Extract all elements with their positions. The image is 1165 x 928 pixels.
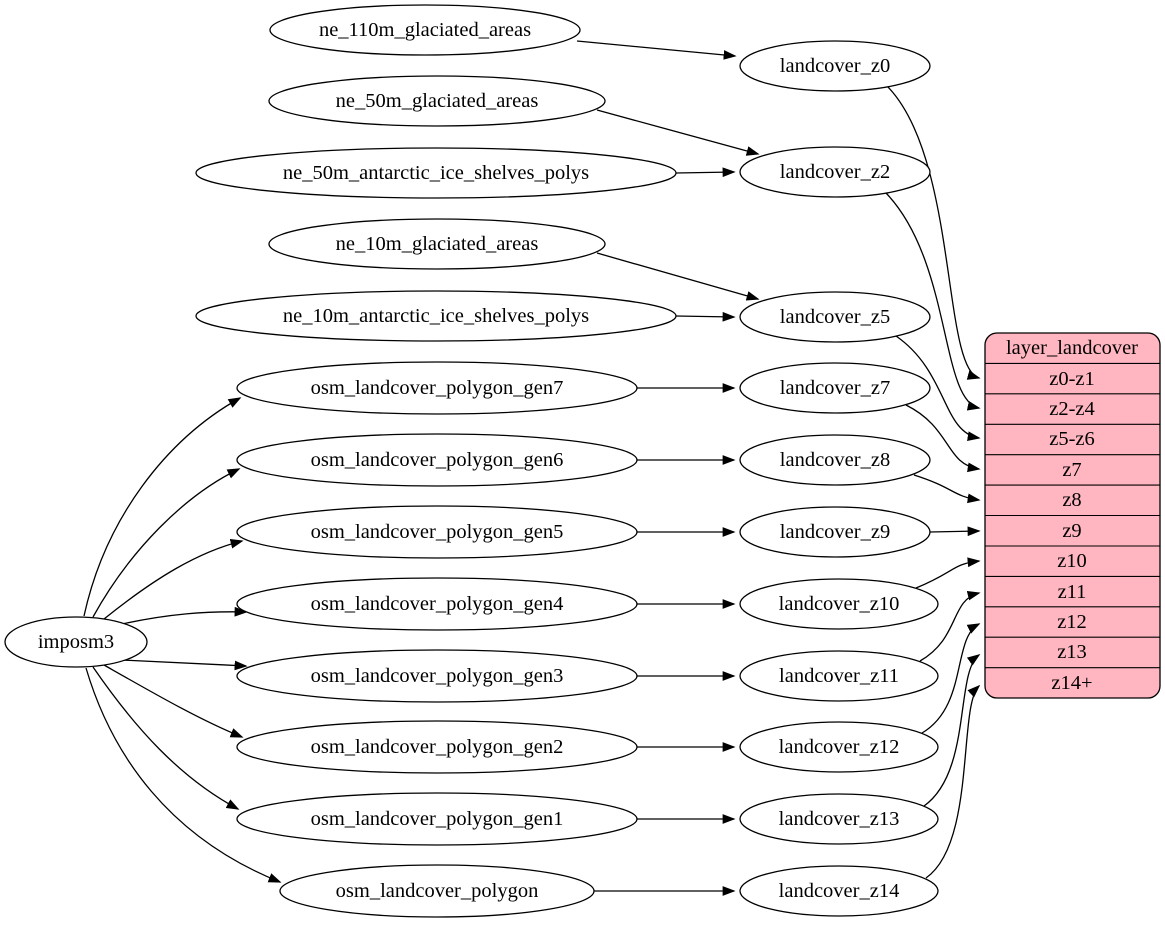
node-osm-landcover-polygon-gen1: osm_landcover_polygon_gen1 (236, 792, 638, 846)
node-label: ne_50m_antarctic_ice_shelves_polys (283, 162, 589, 184)
edge-ne10m-antarctic-to-z5 (675, 311, 736, 322)
node-landcover-z0: landcover_z0 (739, 40, 931, 92)
edge-z5-to-row-z5-z6 (895, 335, 981, 441)
node-label: landcover_z7 (780, 377, 890, 399)
node-label: osm_landcover_polygon_gen2 (311, 736, 564, 758)
node-label: ne_110m_glaciated_areas (319, 19, 531, 41)
edge-z14-to-row-z14plus (925, 684, 981, 879)
edge-imposm3-to-gen3 (121, 659, 248, 671)
edge-imposm3-to-gen5 (103, 539, 244, 620)
node-osm-landcover-polygon-gen3: osm_landcover_polygon_gen3 (236, 649, 638, 703)
node-osm-landcover-polygon-gen5: osm_landcover_polygon_gen5 (236, 505, 638, 559)
node-label: landcover_z5 (780, 306, 890, 328)
node-label: landcover_z0 (780, 55, 890, 77)
node-ne-10m-antarctic-ice-shelves-polys: ne_10m_antarctic_ice_shelves_polys (195, 290, 677, 342)
edge-z11-to-row-z11 (919, 590, 981, 662)
edges (83, 40, 981, 896)
table-row-z11: z11 (1058, 581, 1087, 603)
node-landcover-z13: landcover_z13 (739, 793, 939, 845)
edge-imposm3-to-polygon (85, 667, 282, 883)
node-landcover-z9: landcover_z9 (739, 506, 931, 558)
node-osm-landcover-polygon-gen4: osm_landcover_polygon_gen4 (236, 577, 638, 631)
node-label: osm_landcover_polygon_gen3 (311, 665, 564, 687)
node-landcover-z7: landcover_z7 (739, 362, 931, 414)
node-osm-landcover-polygon: osm_landcover_polygon (279, 864, 595, 918)
node-label: landcover_z8 (780, 449, 890, 471)
table-row-z14plus: z14+ (1051, 672, 1092, 694)
edge-z7-to-row-z7 (905, 404, 981, 473)
table-row-z13: z13 (1057, 641, 1087, 663)
edge-imposm3-to-gen7 (83, 397, 242, 617)
node-label: osm_landcover_polygon_gen5 (311, 521, 564, 543)
node-osm-landcover-polygon-gen7: osm_landcover_polygon_gen7 (236, 361, 638, 415)
node-imposm3: imposm3 (4, 616, 148, 668)
node-ne-10m-glaciated-areas: ne_10m_glaciated_areas (268, 218, 606, 270)
edge-ne50m-glaciated-to-z2 (596, 109, 760, 156)
node-label: landcover_z10 (779, 593, 900, 615)
edge-imposm3-to-gen4 (121, 606, 248, 625)
edge-ne110m-to-z0 (576, 40, 737, 60)
table-row-z0-z1: z0-z1 (1049, 368, 1095, 390)
node-landcover-z11: landcover_z11 (739, 650, 939, 702)
edge-z8-to-row-z8 (913, 474, 981, 504)
node-label: landcover_z11 (779, 665, 899, 687)
node-label: osm_landcover_polygon_gen7 (311, 377, 564, 399)
table-row-z12: z12 (1057, 611, 1087, 633)
table-row-z8: z8 (1062, 489, 1081, 511)
table-layer-landcover: layer_landcover z0-z1 z2-z4 z5-z6 z7 z8 … (984, 332, 1161, 699)
node-landcover-z12: landcover_z12 (739, 721, 939, 773)
node-osm-landcover-polygon-gen2: osm_landcover_polygon_gen2 (236, 720, 638, 774)
edge-z9-to-row-z9 (929, 526, 981, 537)
edge-z13-to-row-z13 (923, 654, 981, 807)
node-label: landcover_z12 (779, 736, 900, 758)
table-row-z9: z9 (1062, 520, 1081, 542)
table-row-z2-z4: z2-z4 (1049, 398, 1095, 420)
node-landcover-z8: landcover_z8 (739, 434, 931, 486)
table-row-z7: z7 (1062, 459, 1081, 481)
node-label: osm_landcover_polygon_gen4 (311, 593, 564, 615)
node-label: landcover_z14 (779, 880, 900, 902)
node-label: landcover_z13 (779, 808, 900, 830)
node-osm-landcover-polygon-gen6: osm_landcover_polygon_gen6 (236, 433, 638, 487)
node-label: ne_10m_glaciated_areas (336, 233, 539, 255)
table-row-z5-z6: z5-z6 (1049, 428, 1095, 450)
node-landcover-z5: landcover_z5 (739, 291, 931, 343)
edge-z2-to-row-z2-z4 (885, 192, 981, 411)
node-label: landcover_z9 (780, 521, 890, 543)
edge-ne10m-glaciated-to-z5 (596, 252, 760, 301)
edge-imposm3-to-gen6 (92, 468, 241, 618)
edge-ne50m-antarctic-to-z2 (675, 167, 736, 178)
node-ne-50m-glaciated-areas: ne_50m_glaciated_areas (268, 75, 606, 127)
node-label: osm_landcover_polygon (336, 880, 539, 902)
node-label: ne_50m_glaciated_areas (336, 90, 539, 112)
edge-z10-to-row-z10 (915, 557, 981, 589)
node-ne-110m-glaciated-areas: ne_110m_glaciated_areas (269, 4, 581, 56)
node-landcover-z2: landcover_z2 (739, 146, 931, 198)
edge-imposm3-to-gen2 (103, 664, 244, 738)
node-ne-50m-antarctic-ice-shelves-polys: ne_50m_antarctic_ice_shelves_polys (195, 147, 677, 199)
node-label: ne_10m_antarctic_ice_shelves_polys (283, 305, 589, 327)
node-label: osm_landcover_polygon_gen6 (311, 449, 564, 471)
table-title: layer_landcover (1006, 337, 1138, 359)
node-label: imposm3 (38, 631, 114, 653)
edge-z12-to-row-z12 (921, 623, 981, 734)
node-label: osm_landcover_polygon_gen1 (311, 808, 564, 830)
node-label: landcover_z2 (780, 161, 890, 183)
edge-z0-to-row-z0-z1 (887, 86, 981, 380)
node-landcover-z14: landcover_z14 (739, 865, 939, 917)
table-row-z10: z10 (1057, 550, 1087, 572)
edge-imposm3-to-gen1 (92, 666, 240, 810)
node-landcover-z10: landcover_z10 (739, 578, 939, 630)
